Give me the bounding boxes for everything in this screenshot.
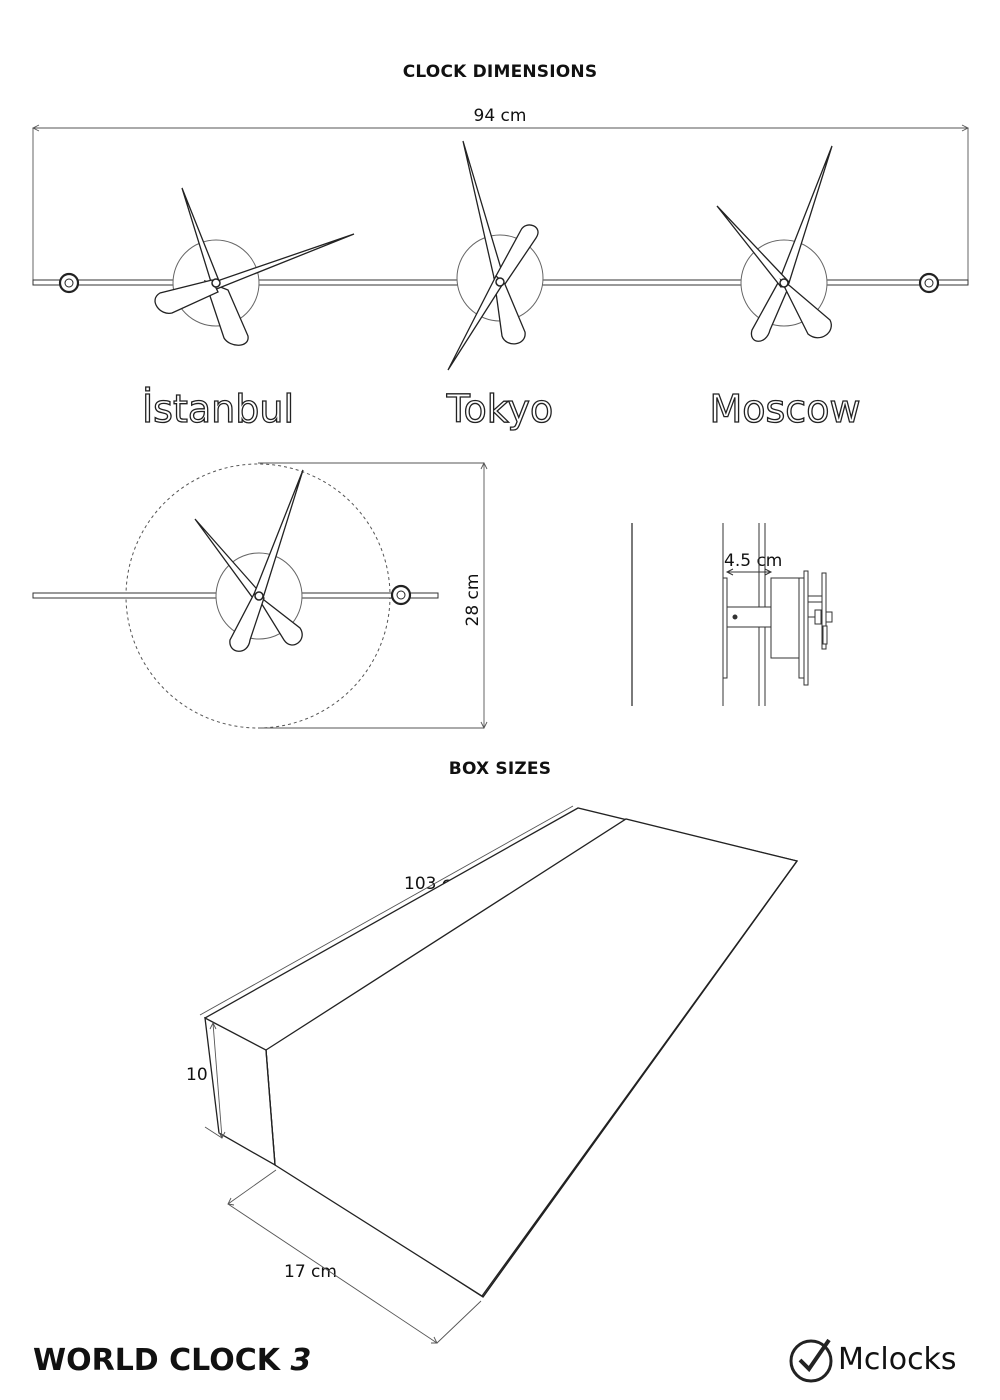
mclocks-logo-icon [789,1338,833,1383]
clock-tokyo [447,140,544,371]
depth-dimension-line [725,568,773,576]
city-label-moscow: Moscow [709,386,861,431]
box-width-label: 17 cm [284,1262,337,1282]
product-number: 3 [290,1343,312,1378]
side-view [631,523,833,706]
box-drawing [204,807,799,1298]
product-title: WORLD CLOCK 3 [33,1343,311,1378]
clock-istanbul [154,187,355,346]
height-dimension-line [258,461,488,730]
box-dimension-lines [199,805,574,1344]
depth-dimension-label: 4.5 cm [724,551,783,571]
city-label-tokyo: Tokyo [446,386,554,431]
width-dimension-label: 94 cm [473,106,527,126]
clock-dimensions-heading: CLOCK DIMENSIONS [402,62,598,82]
box-sizes-heading: BOX SIZES [448,759,552,779]
width-dimension-line [31,124,970,285]
product-title-text: WORLD CLOCK [33,1343,280,1378]
clock-moscow [716,145,833,342]
single-clock-front [32,469,439,652]
city-label-istanbul: İstanbul [141,386,295,431]
brand-name: Mclocks [838,1342,957,1377]
